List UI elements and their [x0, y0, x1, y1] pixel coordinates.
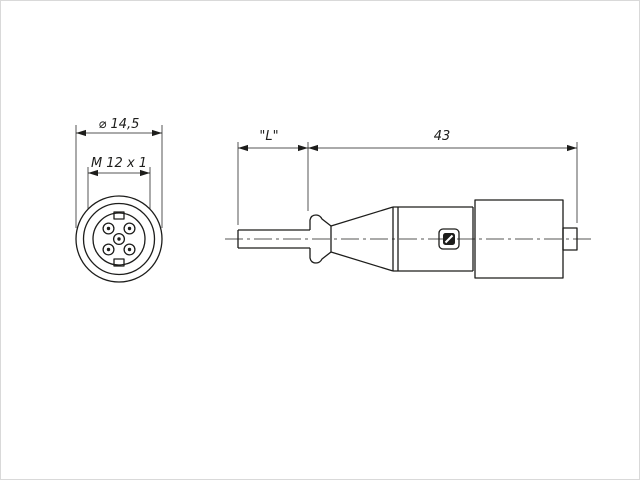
mating-tip	[562, 227, 578, 251]
pin-5-center	[112, 232, 126, 246]
coding-keyway-bottom	[113, 258, 125, 267]
connector-side-view	[225, 199, 591, 279]
logo-badge	[438, 228, 460, 250]
connector-front-view	[75, 195, 163, 283]
manufacturer-logo-icon	[443, 233, 455, 245]
connector-thread-circle	[82, 202, 156, 276]
arrowhead-right	[140, 169, 150, 177]
cable-outline	[237, 229, 310, 249]
connector-outer-body-circle	[75, 195, 163, 283]
thread-dimension-label: M 12 x 1	[91, 156, 147, 171]
connector-insert-circle	[92, 212, 146, 266]
diameter-dimension: ⌀ 14,5	[75, 117, 163, 228]
coding-notch-top	[113, 211, 125, 220]
pin-2	[123, 222, 136, 235]
pin-3	[123, 243, 136, 256]
cable-length-dimension: "L"	[237, 129, 309, 225]
cable-length-label: "L"	[259, 129, 278, 144]
arrowhead-left	[88, 169, 98, 177]
arrowhead-right	[152, 129, 162, 137]
pin-1	[102, 222, 115, 235]
connector-length-label: 43	[434, 129, 451, 144]
connector-length-dimension: 43	[308, 129, 578, 223]
thread-dimension: M 12 x 1	[87, 156, 151, 209]
connector-body	[393, 206, 474, 272]
arrowhead-left	[308, 144, 318, 152]
contact-pins	[102, 222, 136, 256]
pin-4	[102, 243, 115, 256]
strain-relief-boot	[309, 214, 332, 264]
arrowhead-right	[567, 144, 577, 152]
arrowhead-left	[238, 144, 248, 152]
conical-housing	[330, 206, 399, 272]
arrowhead-left	[76, 129, 86, 137]
arrowhead-right	[298, 144, 308, 152]
diameter-dimension-label: ⌀ 14,5	[99, 117, 140, 132]
